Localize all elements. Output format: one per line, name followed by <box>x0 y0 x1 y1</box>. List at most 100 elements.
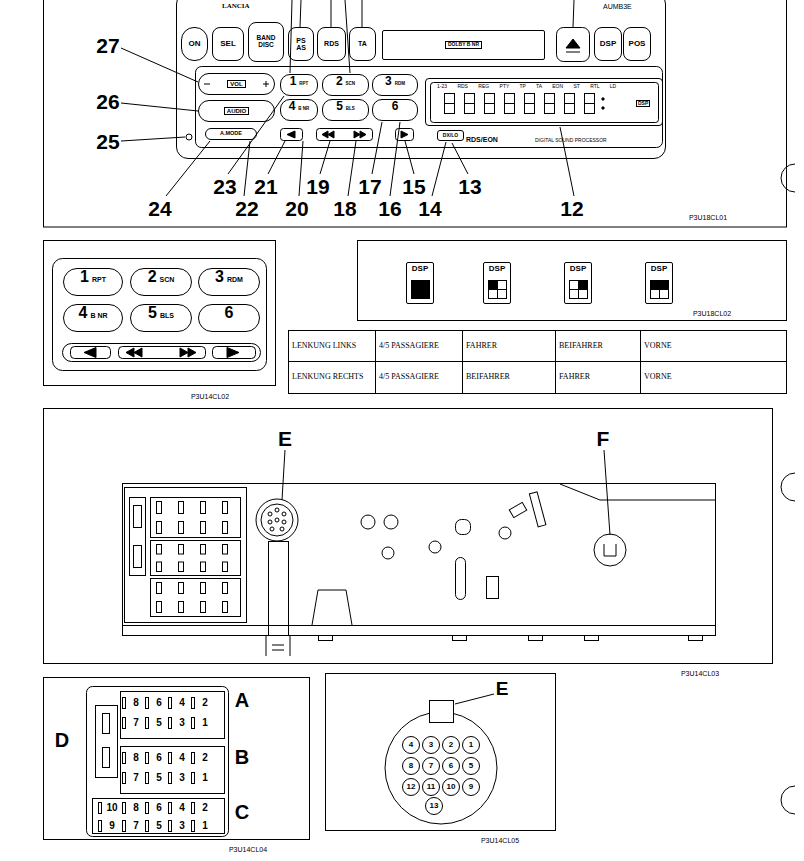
leader-line <box>121 0 610 704</box>
radio-rear-view <box>594 534 626 566</box>
button-label: ON <box>189 40 201 48</box>
faceplate-detail <box>557 28 590 62</box>
display-segments <box>584 103 595 104</box>
panel-frame <box>44 678 310 840</box>
radio-rear-view <box>361 515 375 529</box>
iso-connector <box>146 821 149 832</box>
dsp-zone-icon <box>412 281 669 299</box>
binder-hole <box>781 786 795 814</box>
radio-rear-view <box>223 583 228 594</box>
pin-number: 5 <box>156 821 162 831</box>
radio-rear-view <box>268 520 272 524</box>
table-cell: BEIFAHRER <box>466 373 510 381</box>
table-cell: FAHRER <box>466 342 497 350</box>
panel-text: DIGITAL SOUND PROCESSOR <box>535 138 607 143</box>
connector-pin: 3 <box>422 736 440 754</box>
callout-number: 19 <box>306 176 329 197</box>
iso-connector <box>192 698 195 709</box>
pin-number: 4 <box>179 698 185 708</box>
iso-connector <box>123 803 126 814</box>
leader-line <box>299 141 303 196</box>
radio-rear-view <box>282 520 286 524</box>
radio-rear-view <box>134 546 142 568</box>
callout-number: 12 <box>560 198 583 219</box>
display-segments <box>602 98 604 100</box>
button-label: 4 <box>409 741 413 749</box>
panel-text: LANCIA <box>222 3 250 10</box>
radio-rear-view <box>123 626 716 636</box>
leader-line <box>290 0 292 73</box>
radio-rear-view <box>201 522 206 534</box>
leader-line <box>331 0 332 27</box>
preset-button: 4B NR <box>280 99 318 121</box>
radio-rear-view <box>560 484 600 500</box>
button-label: 9 <box>469 783 473 791</box>
figure-code: P3U14CL03 <box>681 670 719 677</box>
connector-pin: 7 <box>422 757 440 775</box>
pin-number: 3 <box>179 773 185 783</box>
radio-rear-view <box>179 545 184 555</box>
callout-number: 26 <box>96 91 119 112</box>
display-segments <box>464 103 475 104</box>
connector-pin: 2 <box>442 736 460 754</box>
pin-number: 7 <box>133 718 139 728</box>
callout-number: 21 <box>254 176 277 197</box>
faceplate-detail <box>186 134 192 140</box>
keypad-detail <box>213 347 256 359</box>
radio-rear-view <box>223 602 228 613</box>
dsp-zone-icon <box>498 290 507 299</box>
radio-rear-view <box>179 562 184 572</box>
iso-connector <box>192 718 195 729</box>
pin-number: 2 <box>202 698 208 708</box>
iso-connector <box>103 748 110 768</box>
button-label: SCN <box>346 82 356 87</box>
button-label: 3 <box>429 741 433 749</box>
panel-frame <box>462 330 463 393</box>
iso-connector <box>103 714 110 734</box>
radio-rear-view <box>125 488 247 623</box>
faceplate-detail <box>401 131 408 138</box>
faceplate-detail <box>287 131 295 138</box>
radio-rear-view <box>256 499 298 541</box>
radio-rear-view <box>319 636 333 641</box>
pin-number: 4 <box>179 803 185 813</box>
button-label: B NR <box>90 312 107 319</box>
radio-rear-view <box>487 577 499 599</box>
faceplate-detail <box>360 131 366 138</box>
dsp-icon: DSP <box>564 262 592 304</box>
keypad-detail <box>119 347 206 359</box>
cassette-slot: DOLBY B NR <box>382 30 545 60</box>
radio-rear-view <box>456 558 466 600</box>
round-connector <box>385 701 497 825</box>
keypad-detail <box>53 259 267 371</box>
button-label: VOL <box>227 80 245 88</box>
radio-rear-view <box>509 502 526 517</box>
pin-number: 8 <box>133 753 139 763</box>
figure-code: P3U14CL04 <box>229 846 267 853</box>
pin-number: 5 <box>156 773 162 783</box>
leader-line <box>300 0 301 27</box>
iso-connector <box>192 821 195 832</box>
leader-line <box>405 141 414 174</box>
display-segments <box>444 94 604 114</box>
button-label: BAND DISC <box>255 35 277 49</box>
radio-rear-view <box>201 583 206 594</box>
iso-connector <box>192 803 195 814</box>
faceplate-detail <box>317 129 373 141</box>
radio-rear-view <box>382 547 394 559</box>
panel-frame <box>44 0 787 840</box>
radio-button: DX/LO <box>437 130 464 141</box>
preset-button: 6 <box>198 304 260 332</box>
radio-rear-view <box>529 636 543 641</box>
radio-rear-view <box>453 636 467 641</box>
button-label: 1 <box>290 75 297 88</box>
leader-line <box>372 122 382 174</box>
button-label: 13 <box>430 802 439 810</box>
button-label: 6 <box>392 100 399 113</box>
dsp-zone-icon <box>489 281 498 290</box>
panel-frame <box>640 330 641 393</box>
button-label: 3 <box>385 75 392 88</box>
button-label: POS <box>629 40 646 48</box>
iso-connector <box>169 773 172 784</box>
leader-line <box>121 48 198 82</box>
